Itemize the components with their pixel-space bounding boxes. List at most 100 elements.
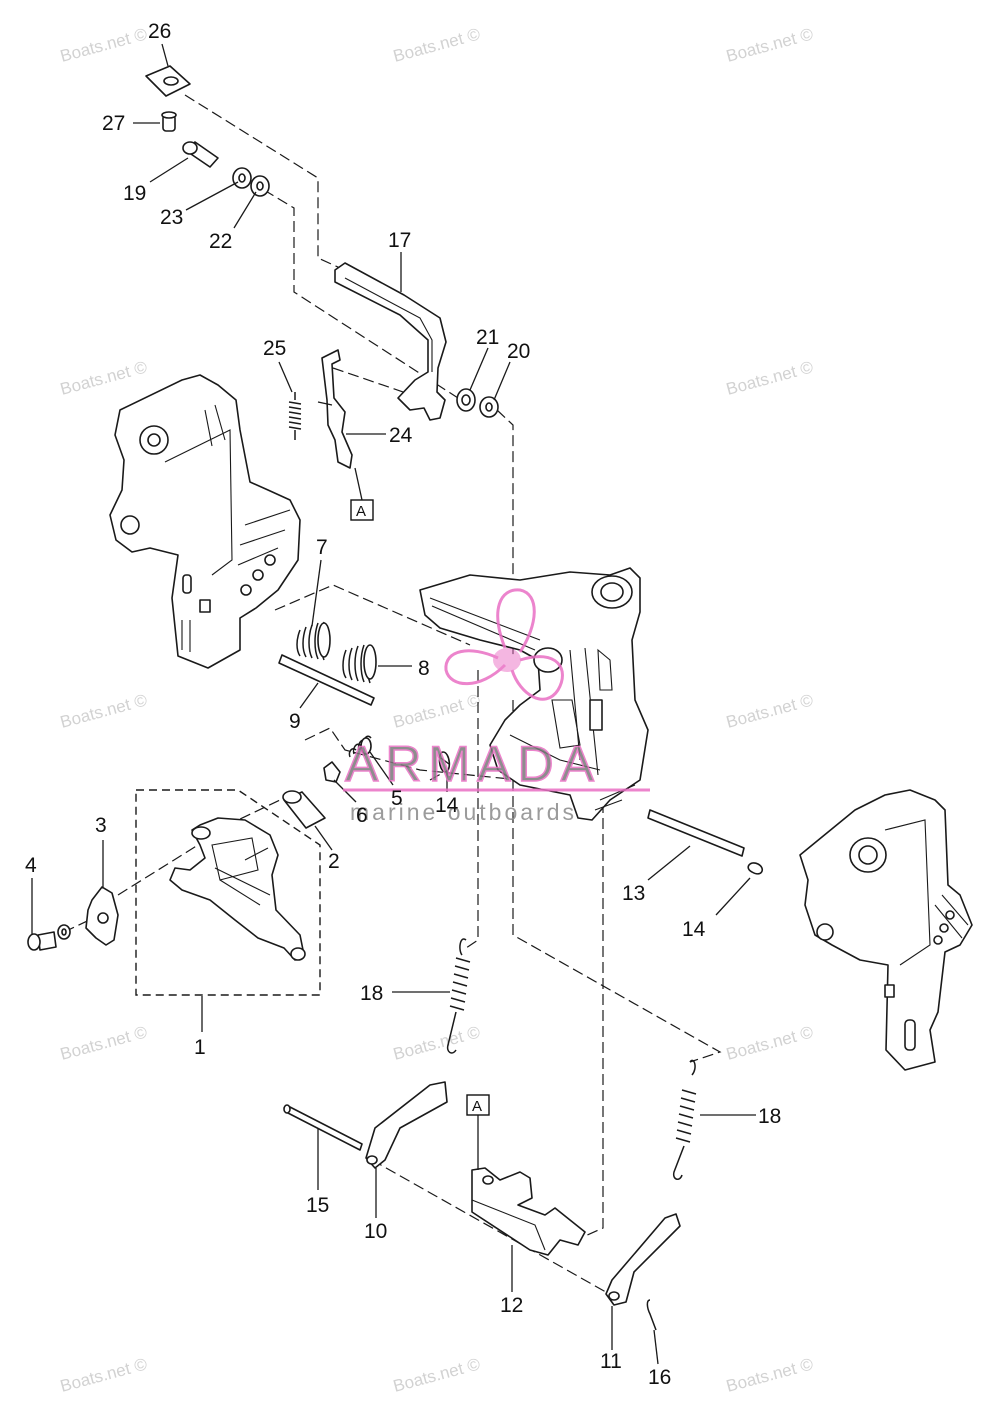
- part-13-shaft: [647, 809, 745, 857]
- watermark: Boats.net ©: [391, 1022, 482, 1064]
- leader-line: [185, 181, 239, 211]
- callout-label: 10: [364, 1220, 387, 1243]
- callout-label: 9: [289, 710, 301, 733]
- assembly-line: [274, 584, 471, 646]
- part-12-link: [471, 1167, 586, 1256]
- assembly-line: [184, 94, 341, 269]
- leader-line: [278, 361, 293, 393]
- part-24-lever: [317, 349, 353, 469]
- callout-label: 17: [388, 229, 411, 252]
- leader-line: [311, 559, 322, 627]
- part-16-pin: [646, 1299, 657, 1331]
- leader-lines: [31, 43, 756, 1365]
- callout-label: 16: [648, 1366, 671, 1389]
- callout-label: 21: [476, 326, 499, 349]
- part-5-spring: [348, 735, 372, 758]
- callout-label: 14: [435, 794, 459, 817]
- part-7-spring: [296, 621, 331, 661]
- reference-marker: A: [350, 499, 374, 521]
- watermark: Boats.net ©: [391, 1354, 482, 1396]
- part-22-washer-hole: [256, 181, 264, 191]
- part-18-spring-right: [672, 1059, 697, 1180]
- callout-label: 15: [306, 1194, 329, 1217]
- callout-label: 24: [389, 424, 413, 447]
- callout-label: 26: [148, 20, 171, 43]
- part-14-clip-right: [747, 862, 764, 875]
- assembly-line: [496, 409, 514, 655]
- part-2-sleeve: [282, 790, 326, 829]
- leader-line: [149, 157, 189, 183]
- assembly-line: [304, 727, 521, 781]
- part-19-bolt: [182, 141, 219, 168]
- part-10-lever: [365, 1081, 448, 1169]
- part-27-pin: [161, 111, 177, 132]
- leader-line: [469, 347, 489, 391]
- watermark: Boats.net ©: [724, 690, 815, 732]
- part-26-clamp: [145, 65, 191, 97]
- callout-label: 19: [123, 182, 146, 205]
- logo-tagline: marine outboards: [350, 799, 577, 825]
- watermark: Boats.net ©: [391, 690, 482, 732]
- part-1-group-box: [135, 789, 321, 996]
- watermark: Boats.net ©: [724, 24, 815, 66]
- watermark: Boats.net ©: [724, 357, 815, 399]
- watermark: Boats.net ©: [724, 1022, 815, 1064]
- part-11-lever: [605, 1213, 681, 1306]
- leader-line: [493, 361, 511, 401]
- watermark: Boats.net ©: [58, 690, 149, 732]
- parts-layer: [27, 65, 973, 1331]
- callouts: 26 27 19 23 22 17 21 20 25 24 7 8 9 5 14…: [25, 20, 781, 1389]
- assembly-line: [584, 770, 604, 1237]
- assembly-line: [263, 189, 459, 399]
- part-9-shaft: [278, 654, 375, 706]
- watermark: Boats.net ©: [391, 24, 482, 66]
- leader-line: [314, 825, 333, 851]
- callout-label: 18: [360, 982, 383, 1005]
- part-23-washer-hole: [238, 173, 246, 183]
- part-20-washer: [479, 396, 499, 418]
- leader-line: [653, 1329, 659, 1365]
- assembly-line: [465, 670, 479, 949]
- leader-line: [161, 43, 169, 67]
- leader-line: [299, 682, 319, 709]
- part-6-clip: [323, 761, 341, 783]
- part-15-pin: [283, 1104, 363, 1151]
- assembly-lines: [63, 94, 722, 1301]
- callout-label: 22: [209, 230, 232, 253]
- callout-label: 3: [95, 814, 107, 837]
- callout-label: 5: [391, 787, 403, 810]
- watermark: Boats.net ©: [58, 1354, 149, 1396]
- part-1-bracket: [169, 817, 306, 961]
- leader-line: [715, 877, 751, 916]
- right-clamp-bracket: [799, 789, 973, 1071]
- callout-label: 23: [160, 206, 183, 229]
- propeller-icon: [444, 588, 564, 701]
- logo-word: ARMADA: [345, 736, 601, 792]
- watermark-layer: Boats.net © Boats.net © Boats.net © Boat…: [58, 24, 815, 1396]
- leader-line: [647, 845, 691, 881]
- callout-label: 6: [356, 804, 368, 827]
- assembly-line: [332, 367, 413, 396]
- part-3-plate: [85, 886, 119, 946]
- callout-label: 11: [600, 1350, 622, 1373]
- part-25-spring: [288, 392, 302, 440]
- callout-label: 7: [316, 536, 328, 559]
- watermark: Boats.net ©: [58, 1022, 149, 1064]
- callout-label: 20: [507, 340, 530, 363]
- callout-label: 13: [622, 882, 645, 905]
- callout-label: 25: [263, 337, 286, 360]
- armada-logo: ARMADA marine outboards: [343, 588, 650, 825]
- part-21-bushing: [456, 388, 476, 412]
- callout-label: 27: [102, 112, 125, 135]
- callout-label: 18: [758, 1105, 781, 1128]
- callout-label: 14: [682, 918, 706, 941]
- part-4-bolt: [27, 924, 71, 951]
- callout-label: 8: [418, 657, 430, 680]
- callout-label: 12: [500, 1294, 523, 1317]
- callout-label: 1: [194, 1036, 206, 1059]
- callout-label: 4: [25, 854, 37, 877]
- reference-marker-label: A: [472, 1098, 482, 1115]
- leader-line: [369, 751, 394, 786]
- part-17-plate: [334, 262, 447, 421]
